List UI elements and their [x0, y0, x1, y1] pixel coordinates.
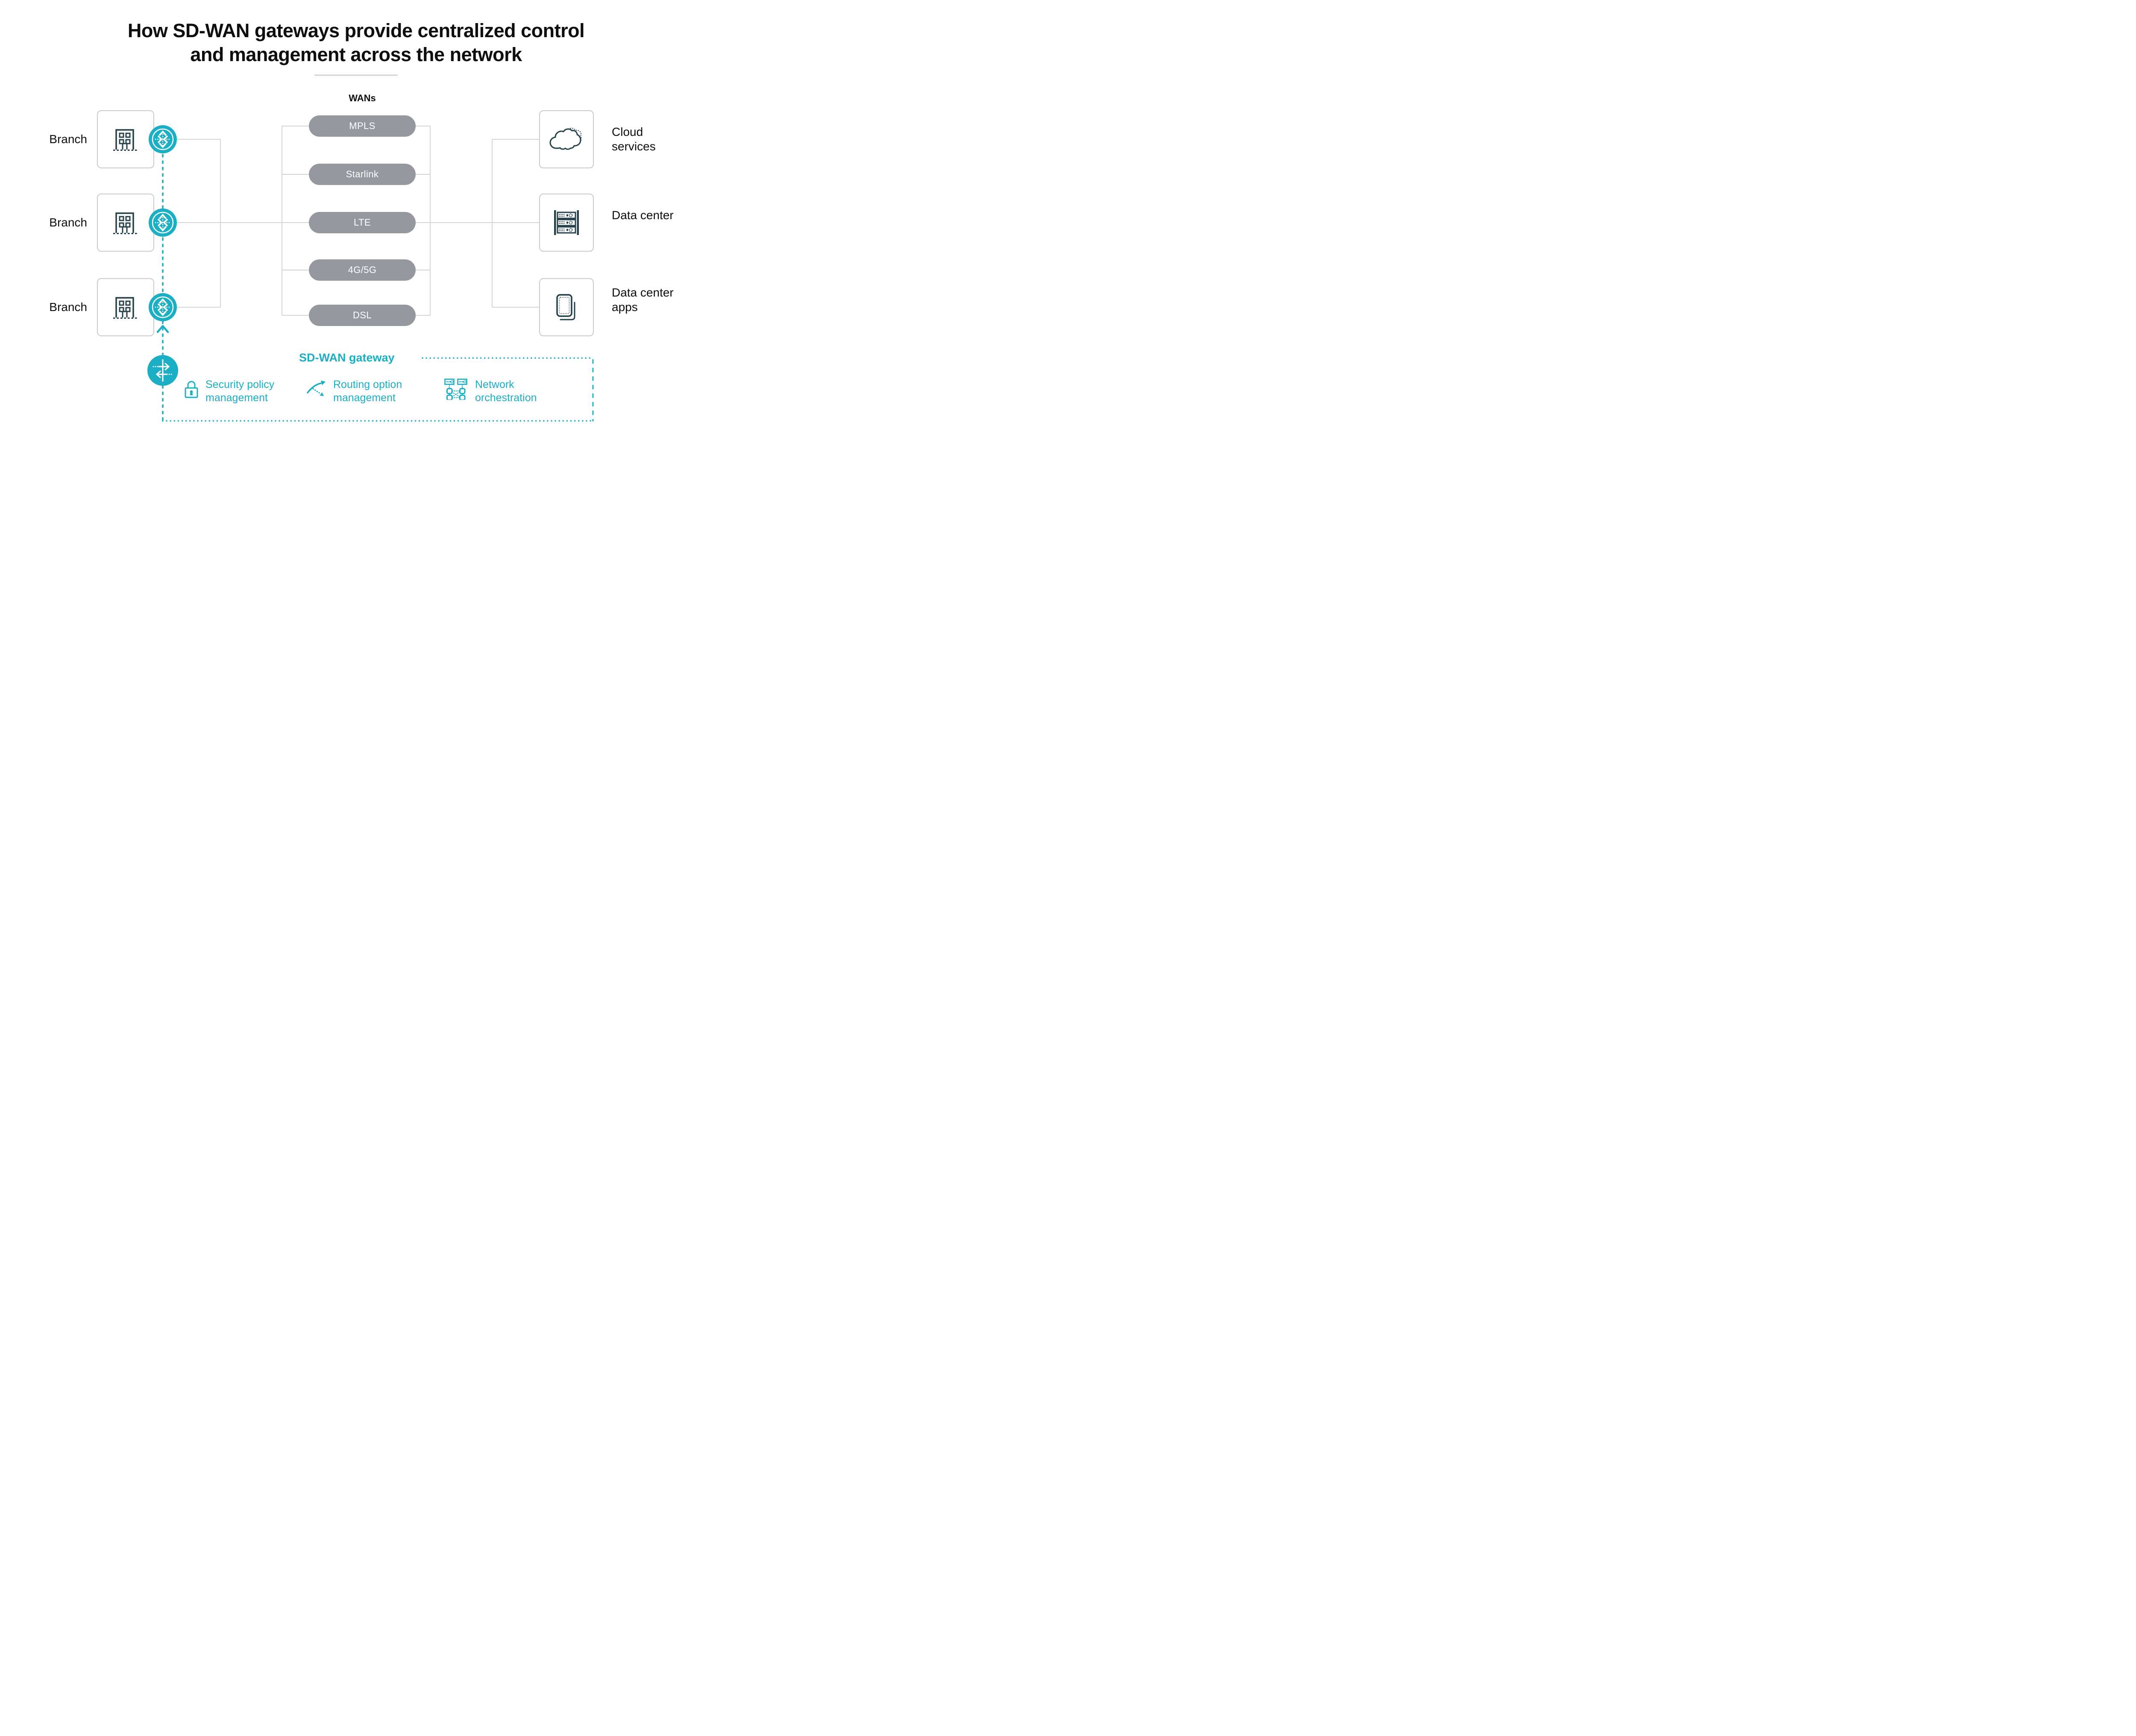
branch-card	[97, 110, 154, 168]
lock-icon	[184, 379, 199, 398]
wan-pill-lte: LTE	[309, 212, 416, 233]
branch-label: Branch	[49, 300, 87, 314]
router-icon	[149, 125, 177, 153]
wan-pill-starlink: Starlink	[309, 164, 416, 185]
branch-label: Branch	[49, 132, 87, 146]
feature-network-orchestration: Network orchestration	[475, 379, 537, 404]
wans-heading: WANs	[349, 93, 376, 103]
network-orchestration-icon	[444, 379, 467, 400]
cloud-icon	[549, 126, 584, 153]
office-building-icon	[113, 211, 138, 235]
title-divider	[314, 74, 398, 76]
branch-label: Branch	[49, 216, 87, 229]
branch-card	[97, 278, 154, 336]
up-arrowhead-icon	[156, 325, 169, 333]
wan-pill-mpls: MPLS	[309, 115, 416, 137]
wan-pill-4g5g: 4G/5G	[309, 259, 416, 281]
routing-arrows-icon	[307, 379, 326, 397]
office-building-icon	[113, 295, 138, 320]
stacked-apps-icon	[555, 293, 578, 321]
data-center-label: Data center	[612, 209, 674, 222]
feature-routing-option: Routing option management	[333, 379, 402, 404]
office-building-icon	[113, 127, 138, 152]
data-center-apps-label: Data center apps	[612, 286, 674, 314]
branch-card	[97, 194, 154, 252]
gateway-title: SD-WAN gateway	[299, 351, 395, 364]
cloud-services-label: Cloud services	[612, 125, 656, 153]
server-rack-icon	[553, 209, 580, 236]
feature-security-policy: Security policy management	[205, 379, 275, 404]
data-center-apps-card	[539, 278, 594, 336]
gateway-arrows-icon	[147, 355, 178, 386]
router-icon	[149, 209, 177, 237]
router-icon	[149, 293, 177, 321]
sdwan-infographic: How SD-WAN gateways provide centralized …	[0, 0, 712, 434]
wan-pill-dsl: DSL	[309, 305, 416, 326]
page-title-line2: and management across the network	[190, 44, 522, 65]
page-title-line1: How SD-WAN gateways provide centralized …	[127, 20, 585, 41]
page-title: How SD-WAN gateways provide centralized …	[0, 19, 712, 67]
data-center-card	[539, 194, 594, 252]
cloud-services-card	[539, 110, 594, 168]
